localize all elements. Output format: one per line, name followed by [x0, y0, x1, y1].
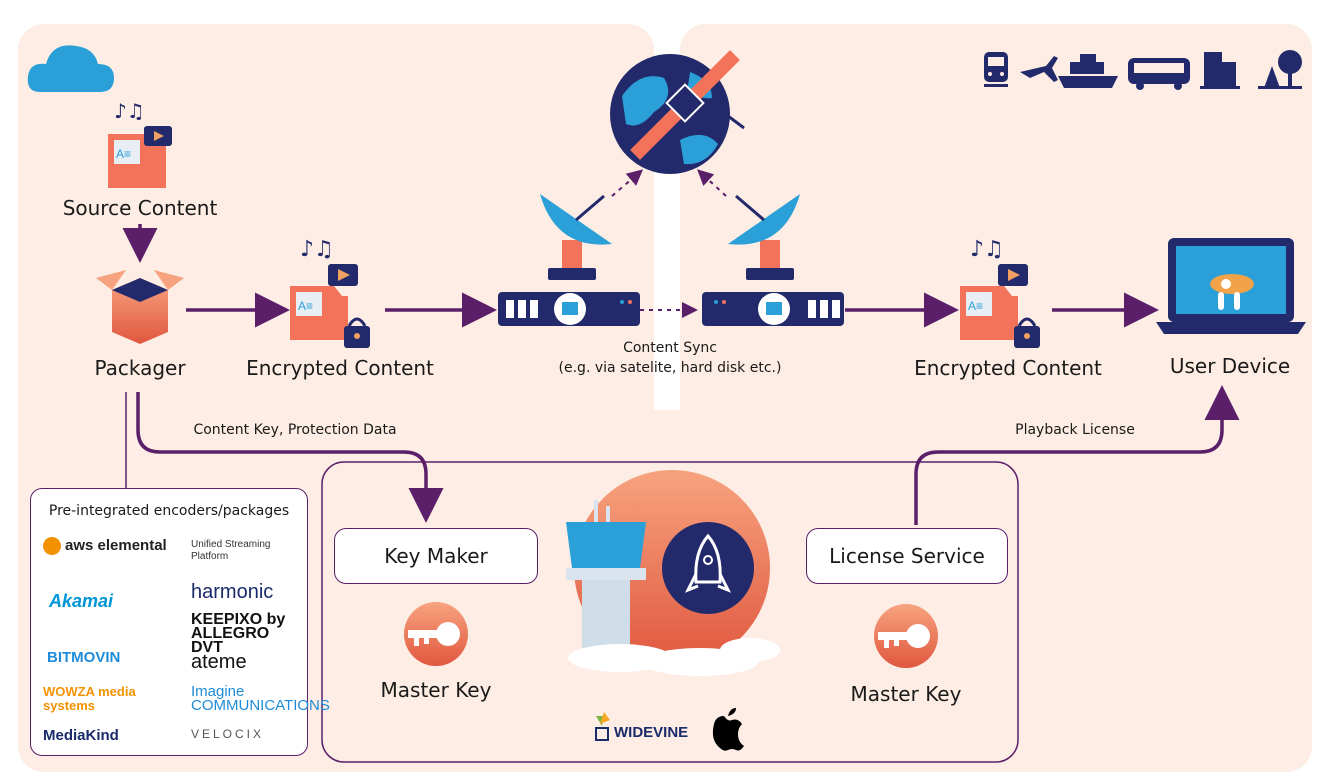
svg-text:♪♫: ♪♫ [300, 237, 334, 262]
partners-title: Pre-integrated encoders/packages [48, 503, 290, 519]
partner-logo: Akamai [49, 591, 114, 611]
partner-logo: BITMOVIN [47, 649, 121, 666]
source-folder-icon: A≡ ♪♫ [108, 99, 172, 188]
partner-logo: aws elemental [43, 537, 167, 555]
partner-logo: KEEPIXO by ALLEGRO DVT [191, 611, 286, 656]
playback-license-label: Playback License [1015, 422, 1135, 438]
control-tower-icon [566, 470, 780, 676]
packager-label: Packager [94, 356, 186, 380]
svg-text:♪♫: ♪♫ [970, 237, 1004, 262]
bus-icon [1128, 58, 1190, 90]
laptop-icon [1156, 238, 1306, 334]
master-key-right-icon [874, 604, 938, 668]
content-key-protection-label: Content Key, Protection Data [193, 422, 397, 438]
source-content-label: Source Content [62, 196, 218, 220]
svg-text:A≡: A≡ [968, 299, 983, 313]
master-key-left-label: Master Key [380, 678, 492, 702]
content-sync-label: Content Sync [623, 340, 717, 356]
svg-text:♪♫: ♪♫ [114, 99, 145, 123]
key-maker-box: Key Maker [334, 528, 538, 584]
master-key-right-label: Master Key [850, 682, 962, 706]
server-left-icon [498, 292, 640, 326]
partner-logo: Imagine COMMUNICATIONS [191, 683, 330, 714]
encrypted-folder-right-icon: A≡ ♪♫ [960, 237, 1040, 348]
partner-logo: ateme [191, 651, 247, 673]
cloud-icon [27, 45, 114, 92]
satellite-dish-left-icon [540, 194, 612, 280]
license-service-box: License Service [806, 528, 1008, 584]
apple-logo-icon [712, 708, 744, 751]
partner-logo: MediaKind [43, 727, 119, 744]
partner-logo: WOWZA media systems [43, 684, 136, 713]
packager-box-icon [96, 270, 184, 344]
right-panel [680, 24, 1312, 772]
encrypted-folder-left-icon: A≡ ♪♫ [290, 237, 370, 348]
svg-text:A≡: A≡ [116, 147, 131, 161]
partner-name: aws elemental [65, 536, 167, 554]
partner-logo: Unified Streaming Platform [191, 539, 271, 562]
partners-panel: Pre-integrated encoders/packages aws ele… [30, 488, 330, 756]
widevine-logo-text: WIDEVINE [614, 724, 689, 741]
server-right-icon [702, 292, 844, 326]
partner-logo: harmonic [191, 581, 274, 603]
drm-outline [321, 461, 1019, 763]
master-key-left-icon [404, 602, 468, 666]
building-icon [1200, 52, 1240, 89]
plane-icon [1020, 56, 1058, 82]
svg-text:A≡: A≡ [298, 299, 313, 313]
partner-logo: VELOCIX [191, 727, 265, 741]
encrypted-content-left-label: Encrypted Content [246, 356, 434, 380]
content-sync-note: (e.g. via satelite, hard disk etc.) [558, 360, 782, 376]
forest-icon [1258, 50, 1302, 89]
globe-satellite-icon [610, 50, 745, 174]
satellite-dish-right-icon [728, 194, 800, 280]
encrypted-content-right-label: Encrypted Content [914, 356, 1102, 380]
widevine-icon [595, 712, 610, 741]
ship-icon [1058, 54, 1118, 88]
user-device-label: User Device [1169, 354, 1291, 378]
train-icon [984, 52, 1008, 87]
